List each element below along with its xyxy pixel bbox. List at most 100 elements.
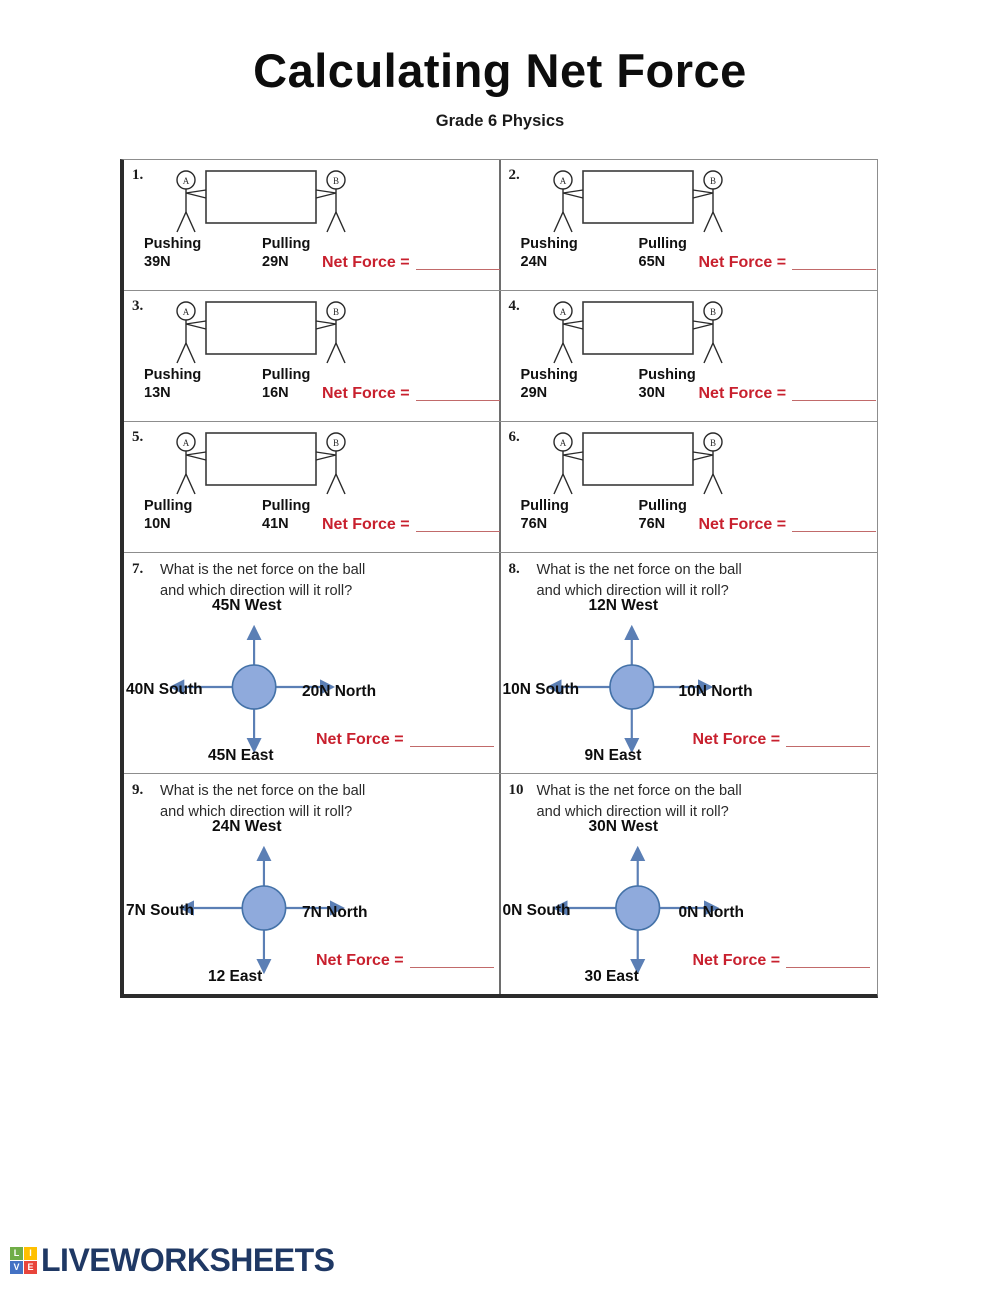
force-label-west: 12N West: [588, 597, 659, 614]
question-cell-1[interactable]: 1. A B: [124, 160, 501, 290]
net-force-label: Net Force =: [692, 952, 781, 969]
question-cell-2[interactable]: 2. A B: [500, 160, 877, 290]
answer-blank[interactable]: [786, 734, 871, 747]
force-labels: Pushing 24N Pulling 65N: [521, 236, 759, 271]
net-force-answer[interactable]: Net Force =: [322, 254, 500, 272]
force-label-north: 7N North: [302, 904, 368, 921]
right-force-label: Pulling 65N: [638, 236, 687, 270]
force-arrows: [551, 845, 719, 975]
question-prompt: What is the net force on the ball and wh…: [160, 783, 366, 820]
force-label-north: 0N North: [678, 904, 744, 921]
question-number: 4.: [508, 298, 520, 314]
question-number: 3.: [132, 298, 144, 314]
force-label-east: 12 East: [208, 968, 263, 985]
question-prompt: What is the net force on the ball and wh…: [160, 562, 366, 599]
net-force-answer[interactable]: Net Force =: [322, 385, 500, 403]
push-pull-diagram: A B: [158, 430, 378, 503]
net-force-answer[interactable]: Net Force =: [693, 952, 871, 970]
net-force-label: Net Force =: [316, 952, 404, 969]
left-force-label: Pulling 10N: [144, 498, 193, 532]
question-cell-3[interactable]: 3. A B: [124, 291, 501, 421]
svg-text:B: B: [333, 176, 339, 186]
question-cell-9[interactable]: 9. What is the net force on the ball and…: [124, 774, 501, 994]
liveworksheets-logo[interactable]: L I V E LIVEWORKSHEETS: [10, 1242, 335, 1279]
logo-tile-i: I: [24, 1247, 37, 1260]
net-force-label: Net Force =: [698, 516, 787, 533]
logo-wordmark: LIVEWORKSHEETS: [41, 1242, 335, 1278]
question-number: 1.: [132, 167, 144, 183]
svg-text:B: B: [709, 438, 715, 448]
net-force-label: Net Force =: [322, 516, 410, 533]
worksheet-table: 1. A B: [120, 159, 878, 998]
force-diagram: 24N West 7N South 7N North 12 East: [124, 818, 499, 988]
push-pull-diagram: A B: [535, 430, 755, 503]
push-pull-diagram: A B: [535, 168, 755, 241]
left-force-label: Pushing 13N: [144, 367, 202, 401]
svg-text:B: B: [709, 176, 715, 186]
question-number: 6.: [508, 429, 520, 445]
question-cell-5[interactable]: 5. A B: [124, 422, 501, 552]
question-cell-7[interactable]: 7. What is the net force on the ball and…: [124, 553, 501, 773]
force-labels: Pushing 39N Pulling 29N: [144, 236, 382, 271]
force-label-south: 7N South: [126, 902, 195, 919]
net-force-label: Net Force =: [692, 731, 781, 748]
answer-blank[interactable]: [786, 955, 871, 968]
net-force-answer[interactable]: Net Force =: [699, 385, 877, 403]
force-label-north: 20N North: [302, 683, 377, 700]
force-arrows: [178, 845, 345, 975]
question-prompt: What is the net force on the ball and wh…: [536, 562, 742, 599]
question-cell-10[interactable]: 10 What is the net force on the ball and…: [500, 774, 877, 994]
right-force-label: Pulling 29N: [262, 236, 311, 270]
net-force-answer[interactable]: Net Force =: [316, 731, 494, 749]
force-diagram: 12N West 10N South 10N North 9N East: [501, 597, 878, 767]
svg-text:A: A: [559, 438, 566, 448]
answer-blank[interactable]: [792, 257, 877, 270]
question-number: 5.: [132, 429, 144, 445]
force-labels: Pushing 13N Pulling 16N: [144, 367, 382, 402]
net-force-answer[interactable]: Net Force =: [322, 516, 500, 534]
svg-text:A: A: [183, 307, 190, 317]
right-force-label: Pulling 41N: [262, 498, 311, 532]
left-force-label: Pushing 24N: [520, 236, 578, 270]
force-label-west: 30N West: [588, 818, 659, 835]
net-force-answer[interactable]: Net Force =: [693, 731, 871, 749]
answer-blank[interactable]: [415, 388, 500, 401]
force-label-west: 24N West: [212, 818, 282, 835]
question-number: 7.: [132, 561, 144, 577]
page-subtitle: Grade 6 Physics: [435, 112, 565, 131]
table-row: 1. A B: [124, 160, 877, 290]
question-prompt: What is the net force on the ball and wh…: [536, 783, 742, 820]
answer-blank[interactable]: [415, 519, 500, 532]
force-label-south: 10N South: [502, 681, 580, 698]
table-row: 9. What is the net force on the ball and…: [124, 773, 877, 994]
answer-blank[interactable]: [409, 734, 494, 747]
question-number: 2.: [508, 167, 520, 183]
answer-blank[interactable]: [409, 955, 494, 968]
svg-text:A: A: [559, 176, 566, 186]
net-force-answer[interactable]: Net Force =: [699, 254, 877, 272]
left-force-label: Pushing 29N: [520, 367, 578, 401]
question-number: 8.: [508, 561, 520, 577]
net-force-label: Net Force =: [322, 254, 410, 271]
question-number: 10: [508, 782, 524, 798]
right-force-label: Pulling 76N: [638, 498, 687, 532]
force-labels: Pushing 29N Pushing 30N: [521, 367, 759, 402]
push-pull-diagram: A B: [158, 299, 378, 372]
question-cell-8[interactable]: 8. What is the net force on the ball and…: [500, 553, 878, 773]
force-label-east: 45N East: [208, 747, 274, 764]
question-cell-4[interactable]: 4. A B: [500, 291, 877, 421]
svg-text:A: A: [559, 307, 566, 317]
answer-blank[interactable]: [792, 519, 877, 532]
answer-blank[interactable]: [792, 388, 877, 401]
force-labels: Pulling 76N Pulling 76N: [521, 498, 759, 533]
net-force-label: Net Force =: [698, 385, 787, 402]
net-force-answer[interactable]: Net Force =: [699, 516, 877, 534]
answer-blank[interactable]: [415, 257, 500, 270]
net-force-answer[interactable]: Net Force =: [316, 952, 494, 970]
question-number: 9.: [132, 782, 144, 798]
net-force-label: Net Force =: [322, 385, 410, 402]
svg-text:B: B: [333, 307, 339, 317]
question-cell-6[interactable]: 6. A B: [500, 422, 877, 552]
logo-tile-v: V: [10, 1261, 23, 1274]
